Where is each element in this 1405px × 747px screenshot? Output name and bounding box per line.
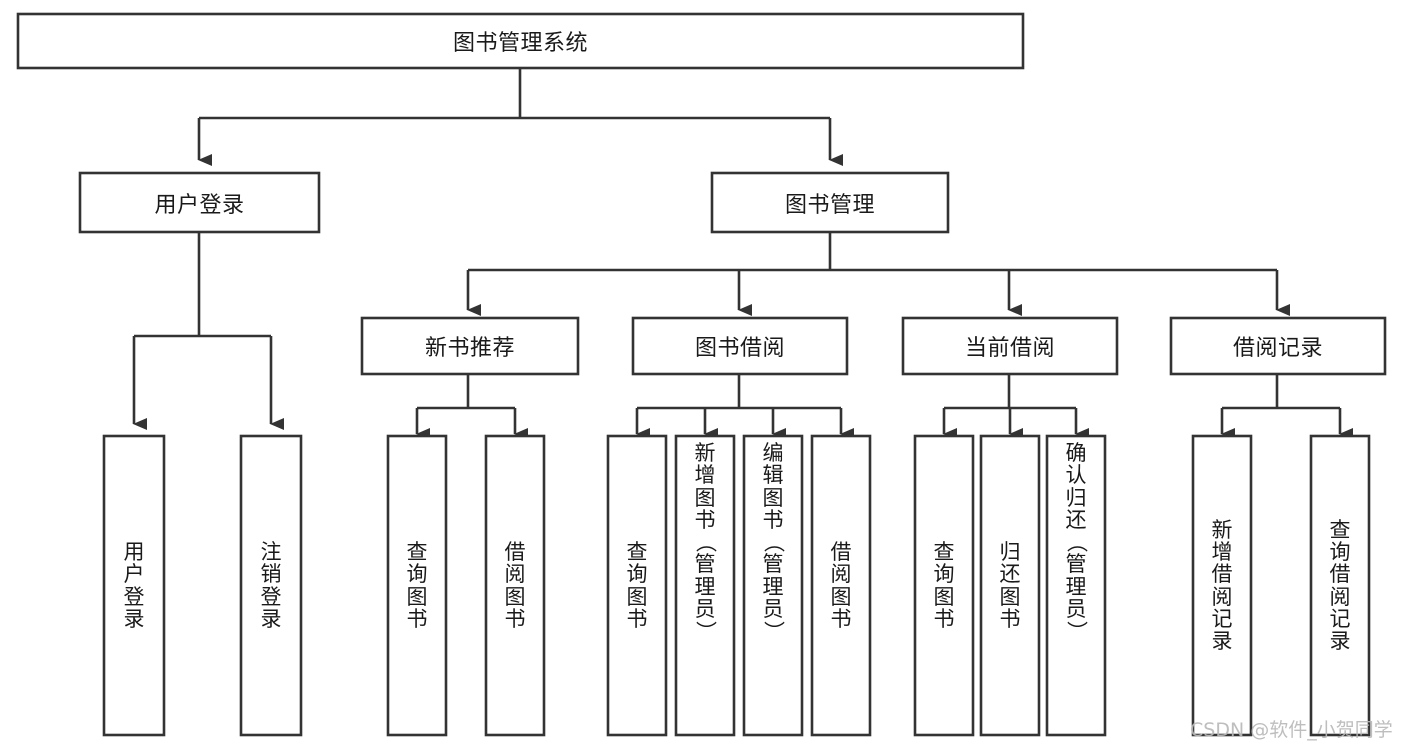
node-box-leaf-edit-book[interactable] bbox=[742, 434, 804, 737]
node-box-leaf-borrow-book-1[interactable] bbox=[484, 434, 546, 737]
node-box-leaf-add-book[interactable] bbox=[674, 434, 736, 737]
node-box-book-borrow[interactable] bbox=[631, 316, 849, 376]
node-box-user-login[interactable] bbox=[78, 171, 321, 234]
node-box-leaf-confirm-return[interactable] bbox=[1045, 434, 1107, 737]
node-box-leaf-user-login[interactable] bbox=[102, 434, 166, 737]
node-box-leaf-query-book-1[interactable] bbox=[386, 434, 448, 737]
node-box-borrow-record[interactable] bbox=[1169, 316, 1387, 376]
node-box-leaf-return-book[interactable] bbox=[979, 434, 1041, 737]
node-box-leaf-query-book-2[interactable] bbox=[606, 434, 668, 737]
watermark-csdn: CSDN @软件_小贺同学 bbox=[1190, 719, 1393, 741]
node-box-book-manage[interactable] bbox=[710, 171, 950, 234]
node-box-current-borrow[interactable] bbox=[901, 316, 1119, 376]
node-box-leaf-add-record[interactable] bbox=[1191, 434, 1253, 737]
node-box-root[interactable] bbox=[16, 12, 1025, 70]
node-box-leaf-query-record[interactable] bbox=[1309, 434, 1371, 737]
node-box-new-book-recommend[interactable] bbox=[360, 316, 580, 376]
node-box-leaf-logout-login[interactable] bbox=[239, 434, 303, 737]
node-box-leaf-borrow-book-2[interactable] bbox=[810, 434, 872, 737]
node-box-leaf-query-book-3[interactable] bbox=[913, 434, 975, 737]
